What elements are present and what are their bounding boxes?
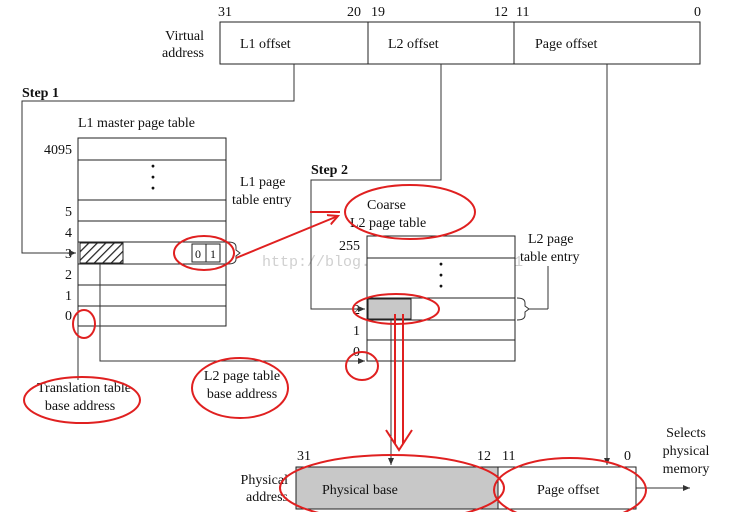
l1-row-1: 1 <box>65 289 72 304</box>
selects-label: Selects <box>666 426 706 441</box>
red-circle-l1-zero <box>72 309 96 339</box>
virtual-address-label: Virtual <box>165 29 204 44</box>
va-page-offset-text: Page offset <box>535 37 597 52</box>
red-circle-l2-zero <box>345 351 379 381</box>
l1-entry-hatched <box>79 242 124 264</box>
va-bit-0: 0 <box>694 5 701 20</box>
l2-entry-label-2: table entry <box>520 250 579 265</box>
va-bit-31: 31 <box>218 5 232 20</box>
pa-base-field <box>295 466 499 510</box>
pa-bit-12: 12 <box>477 449 491 464</box>
l1-row-3: 3 <box>65 247 72 262</box>
l2-ellipsis-3: · <box>438 276 444 296</box>
va-bit-12: 12 <box>494 5 508 20</box>
physical-address-label: Physical <box>241 473 289 488</box>
coarse-l2-label-2: L2 page table <box>350 216 426 231</box>
l1-row-2: 2 <box>65 268 72 283</box>
l1-entry-bit-0: 0 <box>195 247 201 261</box>
l2-entry-shaded <box>367 298 412 320</box>
coarse-l2-label: Coarse <box>367 198 406 213</box>
step2-label: Step 2 <box>311 163 348 178</box>
l2-base-connector <box>99 264 365 364</box>
va-bit-19: 19 <box>371 5 385 20</box>
l1-ellipsis-3: · <box>150 178 156 198</box>
l2-row-255: 255 <box>339 239 360 254</box>
l1-entry-bracket <box>227 241 241 265</box>
l1-master-page-table: 0 1 · · · <box>77 137 227 327</box>
pa-bit-11: 11 <box>502 449 515 464</box>
ttb-label: Translation table <box>37 381 131 396</box>
red-circle-coarse <box>344 184 476 240</box>
l2-row-1: 1 <box>353 324 360 339</box>
red-arrow-l1-to-coarse <box>235 216 338 259</box>
l2-row-2: 2 <box>353 303 360 318</box>
l1-ellipsis-2: · <box>150 167 156 187</box>
virtual-address: Virtual address 31 20 19 12 11 0 L1 offs… <box>162 5 701 65</box>
l1-table-title: L1 master page table <box>78 116 195 131</box>
l2-ellipsis-1: · <box>438 254 444 274</box>
l2base-label-2: base address <box>207 387 277 402</box>
va-l1-offset-text: L1 offset <box>240 37 291 52</box>
red-annotations <box>23 184 647 512</box>
pa-offset-field <box>497 466 637 510</box>
l2-entry-bracket <box>516 297 530 321</box>
l1-entry-bit-box-1 <box>205 243 221 263</box>
l2-offset-connector <box>310 64 442 312</box>
l2-ellipsis-2: · <box>438 265 444 285</box>
red-circle-ttb <box>23 376 141 424</box>
l1-entry-bit-1: 1 <box>210 247 216 261</box>
va-page-field <box>513 21 701 65</box>
l2-entry-label: L2 page <box>528 232 573 247</box>
pa-physical-base-text: Physical base <box>322 483 398 498</box>
selects-label-2: physical <box>663 444 710 459</box>
l2-coarse-page-table: · · · <box>366 235 516 362</box>
red-circle-page-offset <box>493 457 647 512</box>
l1-entry-label-2: table entry <box>232 193 291 208</box>
l1-entry-label: L1 page <box>240 175 285 190</box>
virtual-address-label-2: address <box>162 46 204 61</box>
physical-address-label-2: address <box>246 490 288 505</box>
va-bit-20: 20 <box>347 5 361 20</box>
selects-label-3: memory <box>663 462 710 477</box>
red-double-arrow-head <box>385 429 413 452</box>
l1-row-4095: 4095 <box>44 143 72 158</box>
physical-address: Physical address 31 12 11 0 Physical bas… <box>241 449 637 510</box>
l1-row-0: 0 <box>65 309 72 324</box>
red-double-arrow <box>394 314 404 444</box>
pa-page-offset-text: Page offset <box>537 483 599 498</box>
pa-bit-0: 0 <box>624 449 631 464</box>
l1-offset-connector <box>21 64 295 256</box>
va-l2-offset-text: L2 offset <box>388 37 439 52</box>
red-circle-l2base <box>191 357 289 419</box>
red-circle-l1-bits <box>173 235 235 271</box>
l2base-label: L2 page table <box>204 369 280 384</box>
ttb-label-2: base address <box>45 399 115 414</box>
va-bit-11: 11 <box>516 5 529 20</box>
l1-ellipsis-1: · <box>150 156 156 176</box>
step1-label: Step 1 <box>22 86 59 101</box>
pa-bit-31: 31 <box>297 449 311 464</box>
l1-row-4: 4 <box>65 226 72 241</box>
l1-row-5: 5 <box>65 205 72 220</box>
red-circle-physical-base <box>279 454 505 512</box>
